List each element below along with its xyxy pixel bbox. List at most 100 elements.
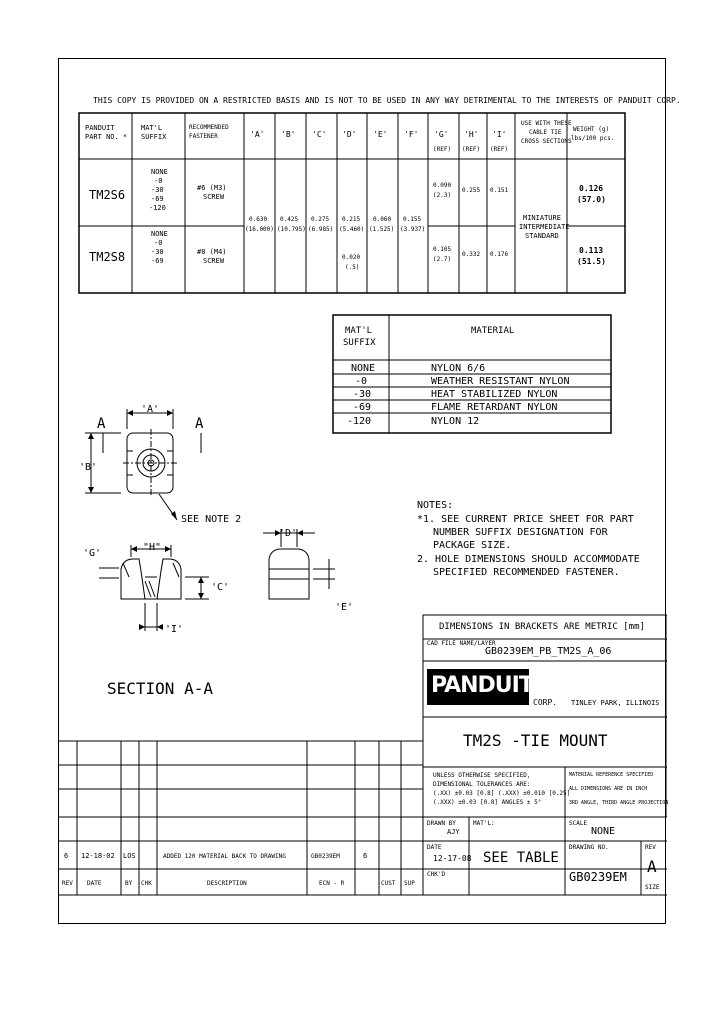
mat-hdr-material: MATERIAL: [471, 326, 515, 336]
hdr-e: 'E': [373, 130, 388, 139]
restricted-notice: THIS COPY IS PROVIDED ON A RESTRICTED BA…: [93, 96, 681, 105]
row1-weight-mm: (57.0): [577, 195, 606, 204]
shared-d: 0.215: [342, 216, 361, 223]
shared-use-2: INTERMEDIATE: [519, 223, 570, 231]
row1-suffix-2: -30: [151, 186, 164, 194]
hdr-d: 'D': [342, 130, 357, 139]
rev-hdr-rev: REV: [62, 880, 73, 887]
rev-row-ecn: GB0239EM: [311, 853, 340, 860]
note-2-line-1: 2. HOLE DIMENSIONS SHOULD ACCOMMODATE: [417, 554, 640, 565]
row2-h: 0.332: [462, 251, 481, 258]
mat-material-4: NYLON 12: [431, 416, 480, 427]
shared-b-mm: (10.795): [277, 226, 306, 233]
hdr-suffix-2: SUFFIX: [141, 133, 167, 141]
panduit-logo: PANDUIT: [427, 669, 534, 705]
shared-use-1: MINIATURE: [523, 214, 561, 222]
label-dim-g: 'G': [83, 548, 102, 559]
chkd-label: CHK'D: [427, 871, 446, 878]
tolerance-3: (.XX) ±0.03 [0.8] (.XXX) ±0.010 [0.25]: [433, 790, 571, 797]
line-work: [59, 112, 667, 896]
hdr-weight-1: WEIGHT (g): [573, 126, 610, 133]
row1-fastener-1: #6 (M3): [197, 184, 227, 192]
shared-e-mm: (1.525): [369, 226, 395, 233]
hdr-g: 'G': [434, 130, 449, 139]
label-section-a-right: A: [195, 416, 204, 432]
row2-suffix-0: NONE: [151, 230, 168, 238]
right-note-1: MATERIAL REFERENCE SPECIFIED: [569, 772, 654, 778]
row1-h: 0.255: [462, 187, 481, 194]
rev-hdr-ecn: ECN - R: [319, 880, 345, 887]
hdr-i-ref: (REF): [490, 146, 509, 153]
note-1-line-1: *1. SEE CURRENT PRICE SHEET FOR PART: [417, 514, 634, 525]
row1-part: TM2S6: [89, 188, 126, 202]
mat-suffix-1: -0: [355, 376, 368, 387]
mat-hdr-suffix-2: SUFFIX: [343, 338, 376, 348]
logo-text: PANDUIT: [431, 673, 534, 698]
rev-hdr-by: BY: [125, 880, 133, 887]
note-1-line-3: PACKAGE SIZE.: [433, 540, 512, 551]
notes-title: NOTES:: [417, 500, 454, 511]
label-see-note: SEE NOTE 2: [181, 514, 242, 525]
row2-fastener-1: #8 (M4): [197, 248, 227, 256]
rev-hdr-chk: CHK: [141, 880, 152, 887]
label-dim-c: 'C': [211, 582, 230, 593]
label-section-title: SECTION A-A: [107, 679, 213, 698]
hdr-fastener-1: RECOMMENDED: [189, 124, 229, 131]
date-label: DATE: [427, 844, 442, 851]
row1-weight: 0.126: [579, 184, 604, 193]
filename: GB0239EM_PB_TM2S_A_06: [485, 646, 612, 657]
row2-weight-mm: (51.5): [577, 257, 606, 266]
shared-c-mm: (6.985): [308, 226, 334, 233]
shared-e: 0.060: [373, 216, 392, 223]
row2-suffix-3: -69: [151, 257, 164, 265]
drawing-sheet: THIS COPY IS PROVIDED ON A RESTRICTED BA…: [58, 58, 681, 924]
row2-fastener-2: SCREW: [203, 257, 225, 265]
shared-a-mm: (16.000): [245, 226, 274, 233]
row1-fastener-2: SCREW: [203, 193, 225, 201]
rev-row-r: 6: [363, 852, 368, 860]
label-dim-h: "H": [143, 542, 162, 553]
shared-d-mm: (5.460): [339, 226, 365, 233]
mat-suffix-4: -120: [347, 416, 372, 427]
date-value: 12-17-08: [433, 854, 472, 863]
hdr-f: 'F': [404, 130, 419, 139]
rev-hdr-sup: SUP: [404, 880, 415, 887]
tolerance-2: DIMENSIONAL TOLERANCES ARE:: [433, 781, 531, 788]
row1-g-mm: (2.3): [433, 192, 452, 199]
shared-d2-mm: (.5): [345, 264, 360, 271]
label-dim-e: 'E': [335, 602, 354, 613]
right-note-2: ALL DIMENSIONS ARE IN INCH: [569, 786, 648, 792]
rev-row-rev: 6: [64, 852, 69, 860]
mat-suffix-2: -30: [353, 389, 372, 400]
drawing-no: GB0239EM: [569, 870, 627, 884]
row2-suffix-2: -30: [151, 248, 164, 256]
rev-row-description: ADDED 120 MATERIAL BACK TO DRAWING: [163, 853, 286, 860]
tolerance-4: (.XXX) ±0.03 [0.8] ANGLES ± 5°: [433, 799, 542, 806]
row2-weight: 0.113: [579, 246, 604, 255]
rev-value: A: [647, 857, 657, 876]
label-section-a-left: A: [97, 416, 106, 432]
mat-material-2: HEAT STABILIZED NYLON: [431, 389, 558, 400]
note-2-line-2: SPECIFIED RECOMMENDED FASTENER.: [433, 567, 620, 578]
size-label: SIZE: [645, 884, 660, 891]
corp-label: CORP.: [533, 698, 558, 707]
mat-material-0: NYLON 6/6: [431, 363, 486, 374]
matl-label: MAT'L:: [473, 820, 495, 827]
row2-g: 0.105: [433, 246, 452, 253]
mat-suffix-3: -69: [353, 402, 372, 413]
row1-g: 0.090: [433, 182, 452, 189]
row1-suffix-0: NONE: [151, 168, 168, 176]
drawn-by: AJY: [447, 828, 460, 836]
note-1-line-2: NUMBER SUFFIX DESIGNATION FOR: [433, 527, 608, 538]
row2-part: TM2S8: [89, 250, 126, 264]
hdr-h: 'H': [464, 130, 479, 139]
metric-note: DIMENSIONS IN BRACKETS ARE METRIC [mm]: [439, 622, 645, 632]
hdr-suffix-1: MAT'L: [141, 124, 163, 132]
location: TINLEY PARK, ILLINOIS: [571, 699, 660, 707]
shared-d2: 0.020: [342, 254, 361, 261]
tolerance-1: UNLESS OTHERWISE SPECIFIED,: [433, 772, 531, 779]
hdr-part-2: PART NO. *: [85, 133, 128, 141]
scale-value: NONE: [591, 826, 616, 837]
rev-row-date: 12-18-02: [81, 852, 115, 860]
row2-i: 0.176: [490, 251, 509, 258]
